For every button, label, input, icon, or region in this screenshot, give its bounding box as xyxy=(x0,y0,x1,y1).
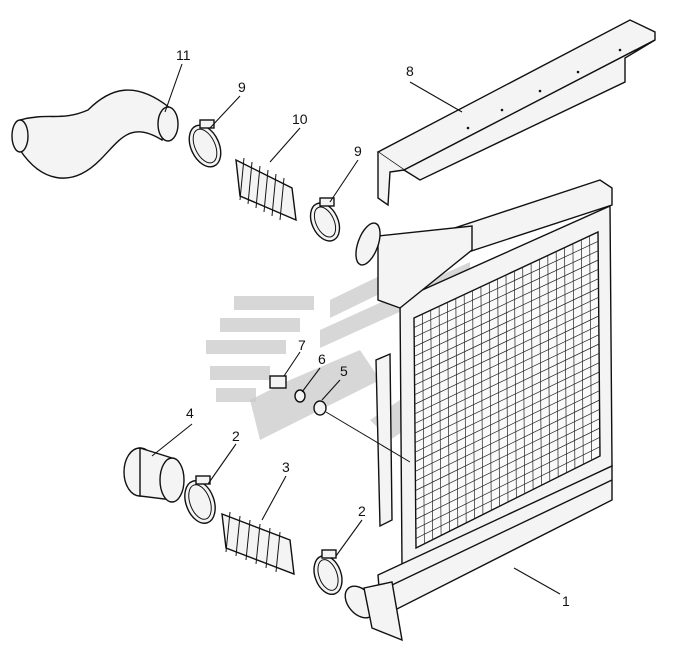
callout-11: 11 xyxy=(176,47,191,63)
callout-8: 8 xyxy=(406,63,414,79)
lower-connector xyxy=(123,447,185,503)
radiator-mesh xyxy=(413,230,601,550)
callout-2b: 2 xyxy=(358,503,366,519)
clamp-lower-right xyxy=(313,549,343,596)
callout-7: 7 xyxy=(298,337,306,353)
bolt xyxy=(269,375,287,389)
callout-10: 10 xyxy=(292,111,308,127)
radiator-core xyxy=(344,179,613,642)
callout-3: 3 xyxy=(282,459,290,475)
clamp-upper-right xyxy=(309,197,341,242)
upper-pipe xyxy=(11,89,179,179)
corrugated-hose-lower xyxy=(221,511,295,576)
clamp-lower-left xyxy=(184,475,216,524)
callout-4: 4 xyxy=(186,405,194,421)
callout-labels: 1 2 2 3 4 5 6 7 8 9 9 10 11 xyxy=(176,47,570,609)
washer xyxy=(294,389,306,403)
callout-6: 6 xyxy=(318,351,326,367)
callout-1: 1 xyxy=(562,593,570,609)
o-ring xyxy=(313,400,327,416)
clamp-upper-left xyxy=(188,119,222,168)
leader-lines xyxy=(151,63,561,595)
callout-2a: 2 xyxy=(232,428,240,444)
callout-5: 5 xyxy=(340,363,348,379)
corrugated-hose-upper xyxy=(235,157,297,222)
callout-9b: 9 xyxy=(354,143,362,159)
top-bracket xyxy=(376,19,656,207)
callout-9a: 9 xyxy=(238,79,246,95)
